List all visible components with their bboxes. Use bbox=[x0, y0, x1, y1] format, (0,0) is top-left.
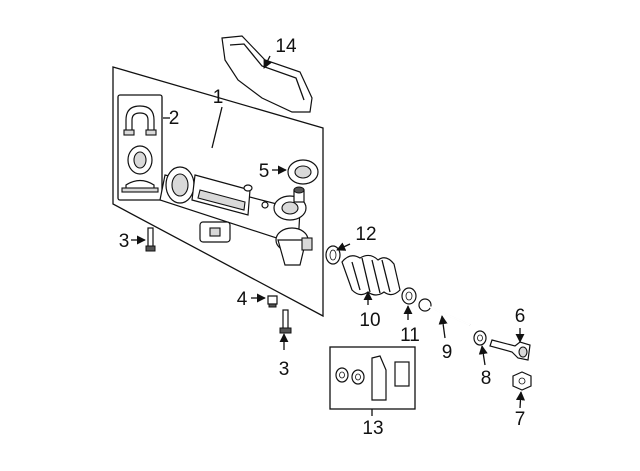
callout-10: 10 bbox=[359, 310, 380, 331]
clamp-part-12 bbox=[325, 245, 341, 265]
clamp-part-11 bbox=[401, 287, 417, 305]
callout-4: 4 bbox=[237, 289, 248, 310]
bolt-part-3-upper bbox=[145, 227, 156, 252]
plug-part-4 bbox=[267, 295, 278, 308]
nut-part-7 bbox=[512, 371, 532, 391]
inner-tie-rod-part-9 bbox=[418, 298, 471, 326]
leader-lines bbox=[131, 55, 526, 416]
callout-11: 11 bbox=[400, 325, 420, 346]
callout-12: 12 bbox=[355, 224, 376, 245]
callout-1: 1 bbox=[213, 87, 224, 108]
callout-6: 6 bbox=[515, 306, 526, 327]
heat-shield-part-14 bbox=[221, 35, 313, 113]
callout-9: 9 bbox=[442, 342, 453, 363]
callout-14: 14 bbox=[275, 36, 297, 57]
mount-part-5 bbox=[287, 159, 319, 185]
tie-rod-end-part-6 bbox=[489, 339, 531, 361]
callout-3-lower: 3 bbox=[279, 359, 290, 380]
boot-part-10 bbox=[341, 254, 401, 296]
bolt-part-3-lower bbox=[279, 309, 292, 334]
callout-3-upper: 3 bbox=[119, 231, 130, 252]
bracket-group bbox=[117, 94, 163, 201]
callout-2: 2 bbox=[169, 108, 180, 129]
assembly-panel bbox=[112, 66, 324, 318]
callout-13: 13 bbox=[362, 418, 383, 439]
steering-rack bbox=[159, 166, 313, 266]
boot-kit-part-13 bbox=[329, 346, 416, 410]
callout-5: 5 bbox=[259, 161, 270, 182]
callout-7: 7 bbox=[515, 409, 526, 430]
jam-nut-part-8 bbox=[473, 330, 487, 346]
callout-8: 8 bbox=[481, 368, 492, 389]
